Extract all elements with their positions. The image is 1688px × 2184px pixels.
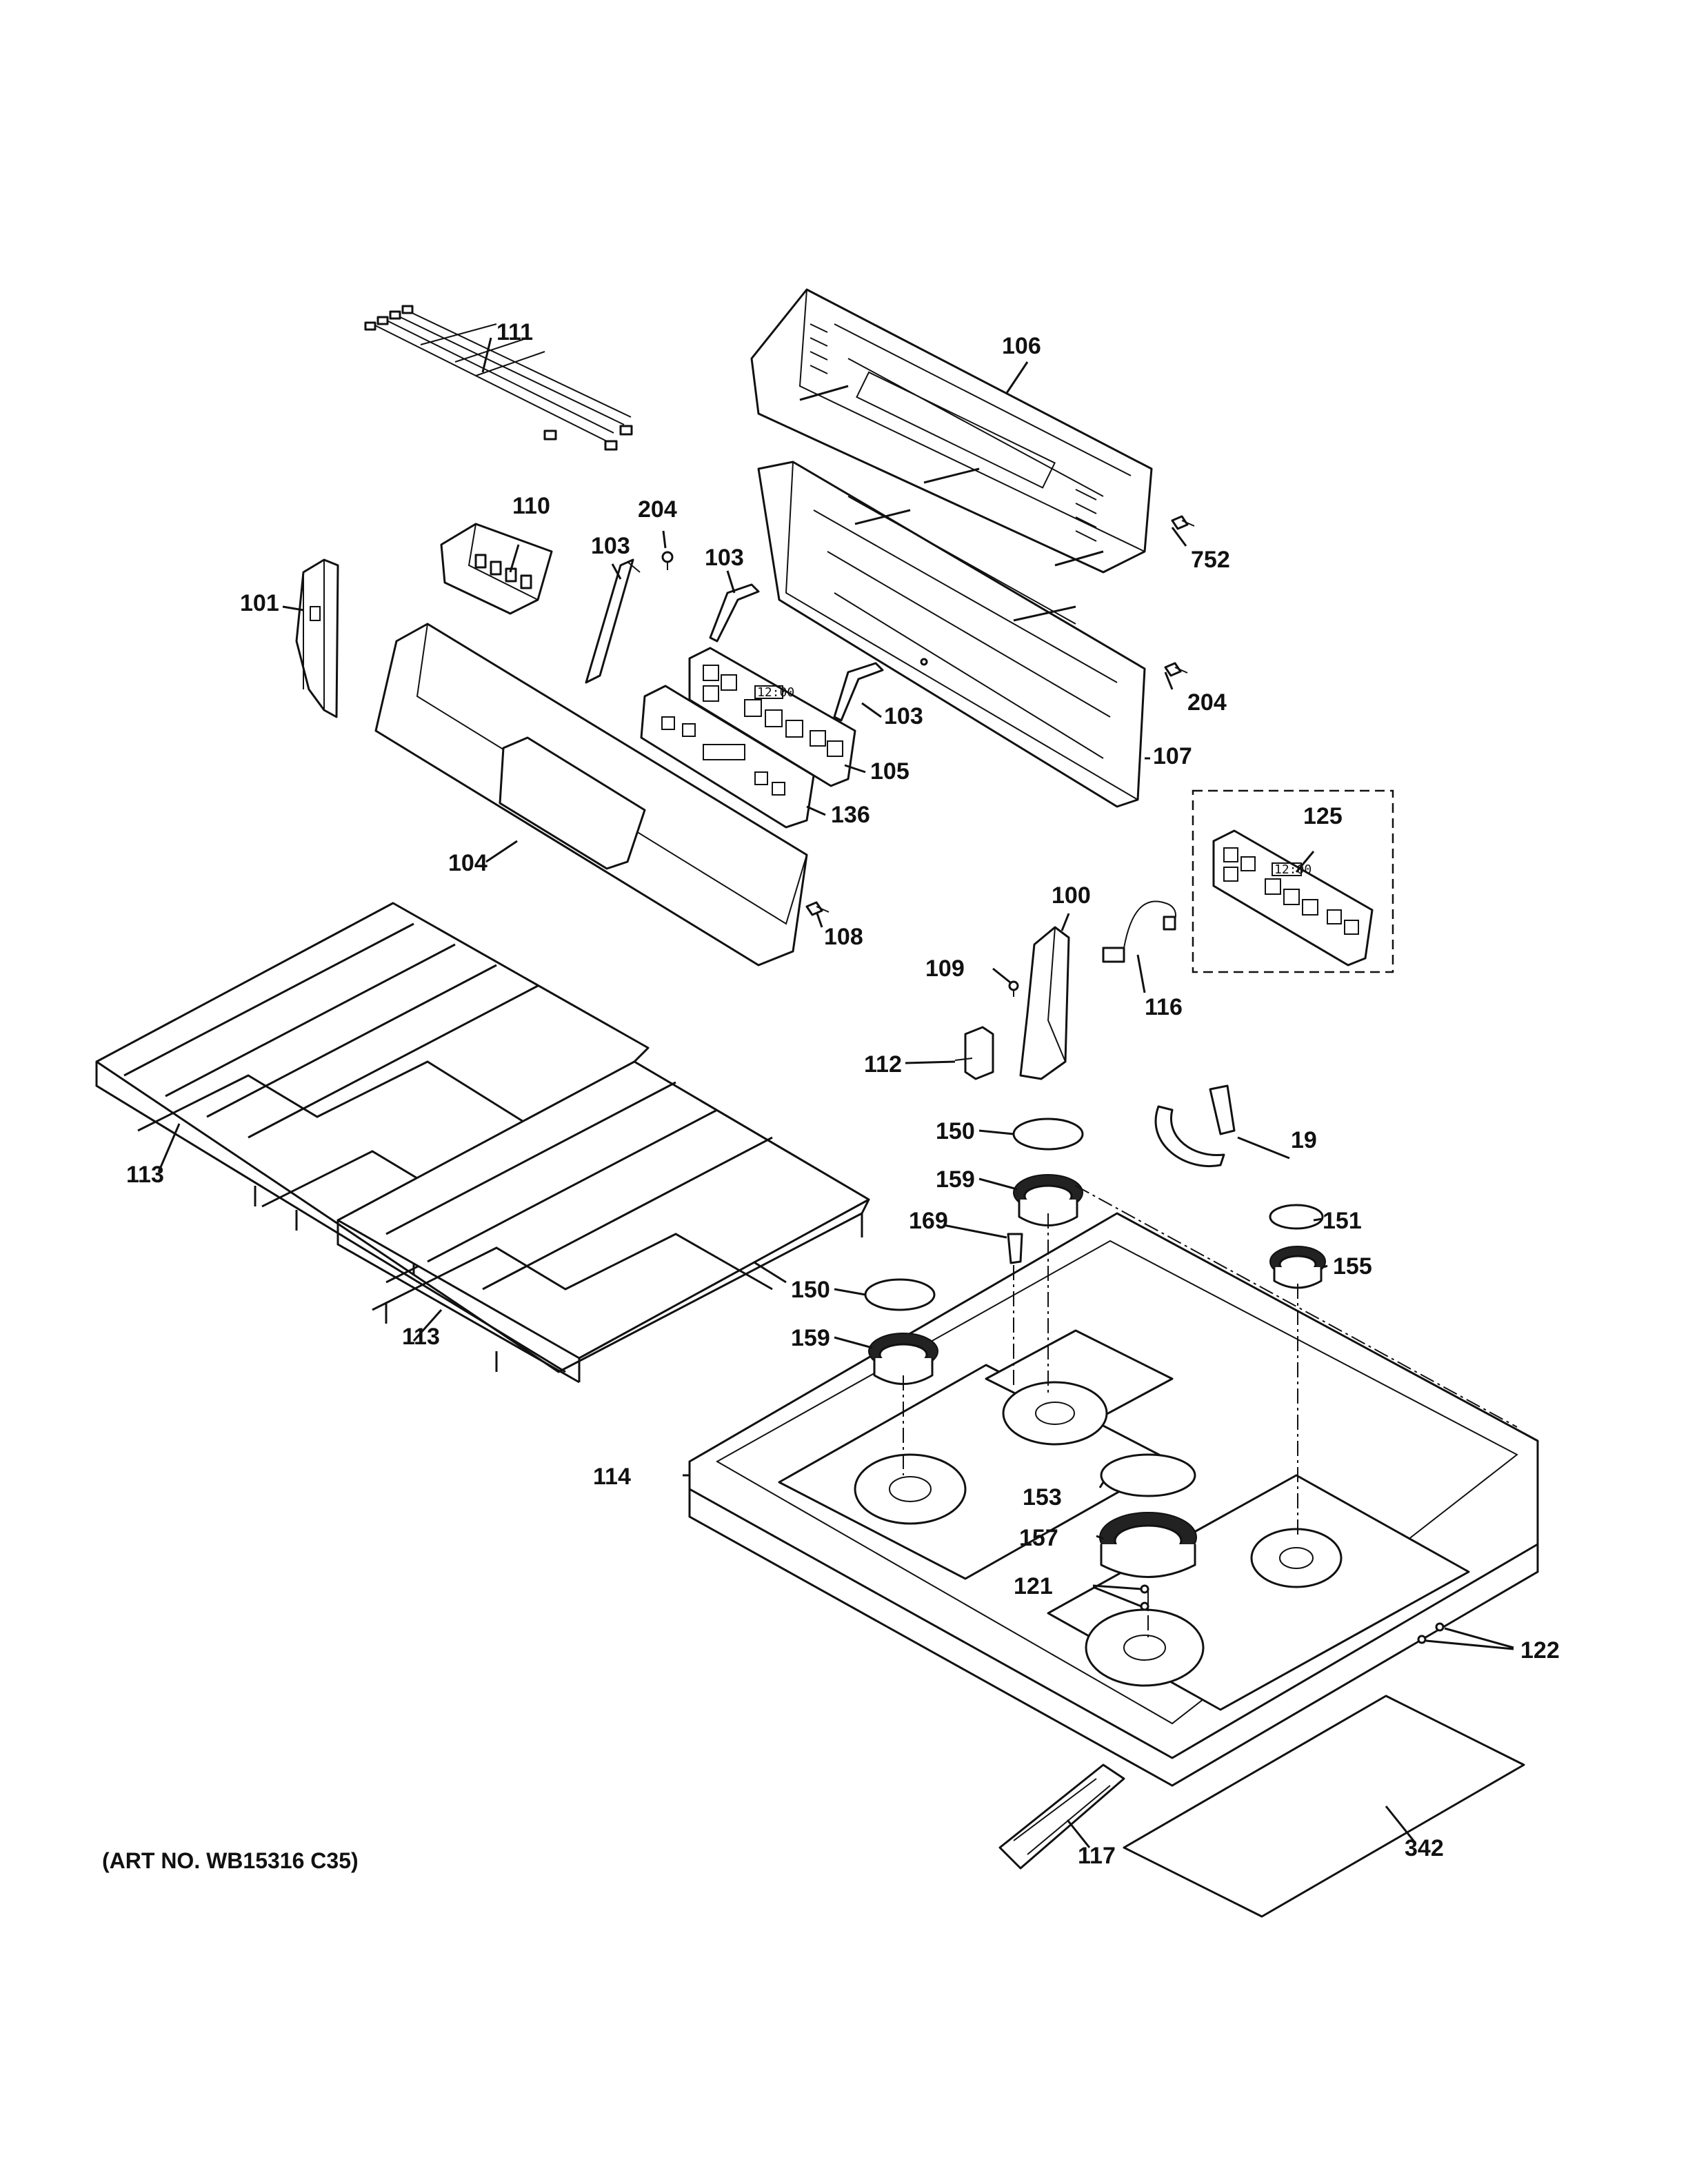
callout-103-middle: 103 <box>705 545 744 571</box>
part-155-head <box>1269 1246 1326 1289</box>
callout-19: 19 <box>1291 1127 1317 1153</box>
art-number: (ART NO. WB15316 C35) <box>102 1848 359 1873</box>
part-103-bracket-b <box>709 583 760 643</box>
callout-169: 169 <box>909 1208 948 1234</box>
callout-136: 136 <box>831 802 870 828</box>
part-113-grate-right <box>336 1060 870 1384</box>
part-342-panel <box>1123 1695 1525 1918</box>
callout-125: 125 <box>1303 803 1343 829</box>
callout-112: 112 <box>864 1051 902 1078</box>
callout-204-top: 204 <box>638 496 677 523</box>
part-116-harness <box>1102 900 1176 963</box>
callout-110: 110 <box>512 493 550 519</box>
part-103-bracket-a <box>585 558 641 684</box>
callout-204-right: 204 <box>1187 689 1227 716</box>
callout-155: 155 <box>1333 1253 1372 1280</box>
screw-109 <box>1008 980 1019 997</box>
callout-121: 121 <box>1014 1573 1053 1599</box>
callout-113-upper: 113 <box>126 1162 164 1188</box>
part-104-backguard <box>374 623 808 967</box>
callout-103-right: 103 <box>884 703 923 729</box>
screw-204-top <box>661 551 674 570</box>
part-110-module <box>440 523 553 615</box>
callout-106: 106 <box>1002 333 1041 359</box>
callout-117: 117 <box>1078 1843 1116 1869</box>
callout-103-left: 103 <box>591 533 630 559</box>
callout-104: 104 <box>448 850 488 876</box>
callout-752: 752 <box>1191 547 1230 573</box>
callout-122: 122 <box>1520 1637 1560 1664</box>
part-150-cap-lower <box>864 1278 936 1311</box>
part-125-board-kit: 12:00 <box>1192 789 1394 973</box>
part-157-head <box>1099 1512 1197 1578</box>
part-103-bracket-c <box>833 662 884 722</box>
part-111-wire-harness <box>364 305 633 451</box>
callout-100: 100 <box>1052 882 1091 909</box>
part-136-overlay <box>640 685 815 829</box>
callout-111: 111 <box>496 319 533 345</box>
callout-113-lower: 113 <box>402 1324 440 1350</box>
leader-lines <box>157 337 1514 1848</box>
callout-101: 101 <box>240 590 279 616</box>
callout-109: 109 <box>925 956 965 982</box>
part-117-insulation <box>998 1763 1125 1870</box>
part-153-cap <box>1100 1453 1196 1497</box>
part-150-cap-upper <box>1012 1118 1084 1151</box>
callout-107: 107 <box>1153 743 1192 769</box>
callout-159-lower: 159 <box>791 1325 830 1351</box>
callout-153: 153 <box>1023 1484 1062 1510</box>
part-101-side-bracket <box>295 558 339 718</box>
callout-114: 114 <box>593 1464 631 1490</box>
callout-159-upper: 159 <box>936 1166 975 1193</box>
part-169-igniter <box>1007 1233 1023 1264</box>
display-time-105: 12:00 <box>757 685 794 700</box>
burner-hole-right-front <box>1085 1608 1205 1687</box>
alignment-lines <box>903 1185 1518 1641</box>
callout-342: 342 <box>1405 1835 1444 1861</box>
callout-105: 105 <box>870 758 910 785</box>
burner-hole-left-rear <box>1002 1381 1108 1446</box>
screw-752 <box>1171 515 1195 530</box>
screw-108 <box>805 901 830 916</box>
callout-150-upper: 150 <box>936 1118 975 1144</box>
burner-hole-right-rear <box>1250 1528 1343 1588</box>
part-107-lower-panel <box>757 461 1146 808</box>
screw-204-right <box>1164 662 1188 677</box>
callout-116: 116 <box>1145 994 1183 1020</box>
part-159-head-upper <box>1013 1174 1083 1226</box>
callout-150-lower: 150 <box>791 1277 830 1303</box>
part-106-upper-panel <box>750 288 1153 574</box>
part-122-screws <box>1417 1622 1445 1644</box>
display-time-125: 12:00 <box>1274 862 1312 877</box>
callout-108: 108 <box>824 924 863 950</box>
burner-hole-left-front <box>854 1453 967 1525</box>
callout-151: 151 <box>1323 1208 1362 1234</box>
callout-157: 157 <box>1019 1525 1058 1551</box>
part-19-strap <box>1154 1084 1236 1167</box>
callout-labels: 111 106 110 204 103 103 752 101 204 103 … <box>126 319 1560 1869</box>
part-112-switch <box>954 1026 994 1080</box>
part-151-cap <box>1269 1204 1324 1230</box>
part-159-head-lower <box>868 1333 938 1385</box>
part-100-bracket <box>1019 926 1070 1080</box>
